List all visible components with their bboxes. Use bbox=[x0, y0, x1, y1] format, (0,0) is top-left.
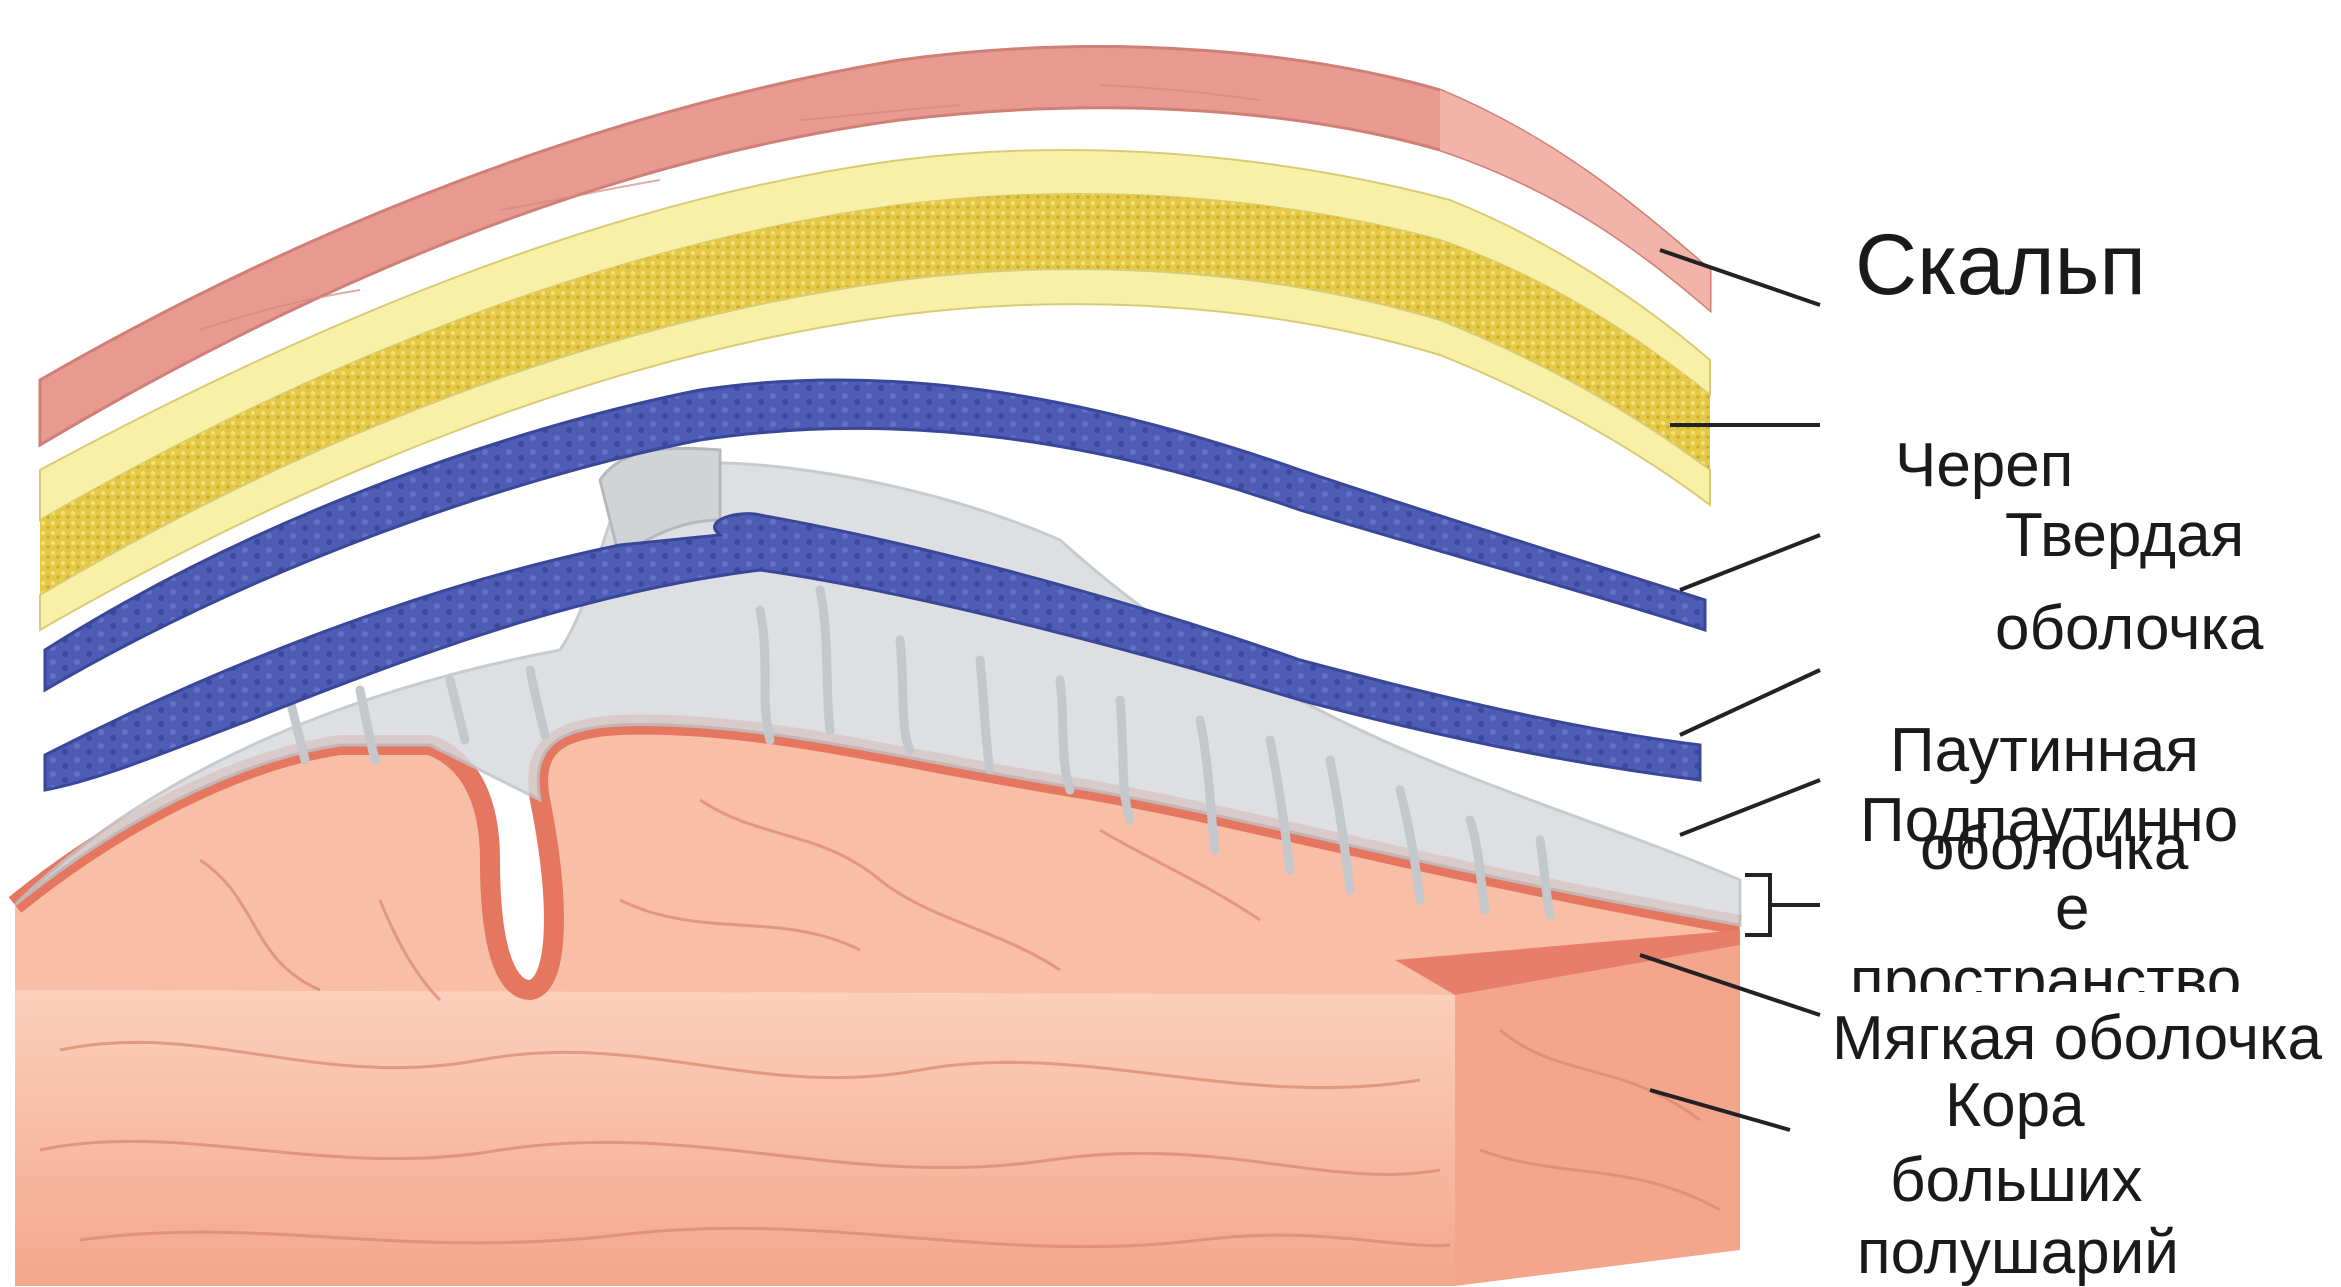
label-subarachnoid-line1: Подпаутинно bbox=[1860, 790, 2238, 852]
label-subarachnoid-line2: е bbox=[2055, 878, 2089, 940]
label-cortex-line1: Кора bbox=[1945, 1075, 2085, 1137]
label-cortex-line2: больших bbox=[1890, 1150, 2142, 1212]
label-subarachnoid-line3: пространство bbox=[1850, 950, 2241, 992]
label-arachnoid-line1: Паутинная bbox=[1890, 720, 2199, 782]
leader-dura-outer bbox=[1680, 535, 1820, 590]
label-skull: Череп bbox=[1895, 435, 2073, 497]
leader-dura-inner bbox=[1680, 670, 1820, 735]
leader-arachnoid bbox=[1680, 780, 1820, 835]
subarachnoid-bracket bbox=[1745, 875, 1820, 935]
label-dura-line2: оболочка bbox=[1995, 598, 2263, 660]
label-pia: Мягкая оболочка bbox=[1832, 1008, 2322, 1070]
cortex-side-face bbox=[1455, 940, 1740, 1286]
cortex-front-face bbox=[15, 990, 1455, 1286]
label-cortex-line3: полушарий bbox=[1857, 1222, 2179, 1284]
label-scalp: Скальп bbox=[1855, 222, 2146, 308]
label-dura-line1: Твердая bbox=[2005, 505, 2244, 567]
